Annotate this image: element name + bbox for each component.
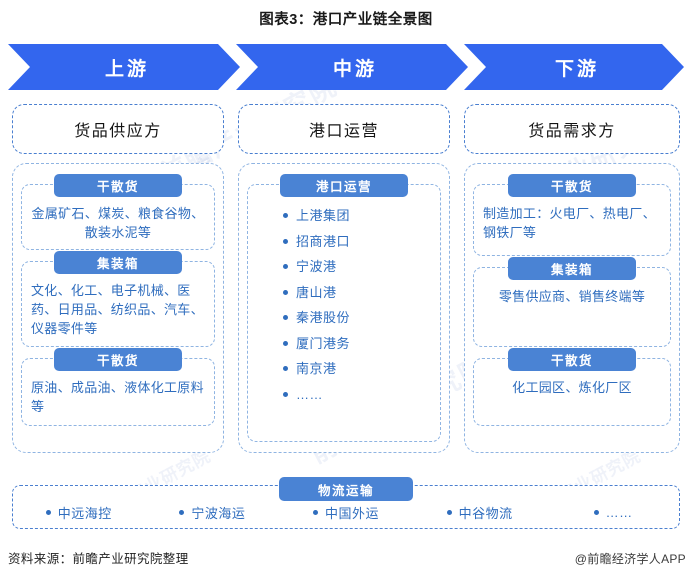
list-item[interactable]: 唐山港	[283, 286, 440, 299]
list-item[interactable]: 招商港口	[283, 235, 440, 248]
list-item[interactable]: ……	[283, 388, 440, 401]
column-body-suppliers: 干散货 金属矿石、煤炭、粮食谷物、散装水泥等 集装箱 文化、化工、电子机械、医药…	[12, 163, 224, 453]
category-text: 化工园区、炼化厂区	[512, 380, 632, 395]
category-box[interactable]: 干散货 金属矿石、煤炭、粮食谷物、散装水泥等	[21, 174, 215, 250]
category-label: 集装箱	[508, 257, 636, 280]
category-box[interactable]: 集装箱 零售供应商、销售终端等	[473, 257, 671, 347]
category-label: 干散货	[54, 348, 182, 371]
stage-label-upstream: 上游	[104, 58, 149, 80]
column-header-label: 货品供应方	[74, 123, 162, 140]
column-demanders: 货品需求方 干散货 制造加工：火电厂、热电厂、钢铁厂等 集装箱 零售供应商、销售…	[464, 104, 680, 453]
stage-label-midstream: 中游	[332, 58, 377, 80]
category-text: 制造加工：火电厂、热电厂、钢铁厂等	[483, 206, 656, 240]
category-box[interactable]: 干散货 制造加工：火电厂、热电厂、钢铁厂等	[473, 174, 671, 256]
column-port-operation: 港口运营 港口运营 上港集团 招商港口 宁波港 唐山港 秦港股份 厦门港务 南京…	[238, 104, 450, 453]
logistics-item[interactable]: 中国外运	[279, 503, 413, 522]
company-list: 上港集团 招商港口 宁波港 唐山港 秦港股份 厦门港务 南京港 ……	[248, 209, 440, 401]
column-header-label: 货品需求方	[528, 123, 616, 140]
logistics-label: 物流运输	[279, 477, 413, 501]
category-label: 集装箱	[54, 251, 182, 274]
column-header-label: 港口运营	[308, 123, 379, 140]
column-body-demanders: 干散货 制造加工：火电厂、热电厂、钢铁厂等 集装箱 零售供应商、销售终端等 干散…	[464, 163, 680, 453]
column-suppliers: 货品供应方 干散货 金属矿石、煤炭、粮食谷物、散装水泥等 集装箱 文化、化工、电…	[12, 104, 224, 453]
category-label: 干散货	[508, 348, 636, 371]
credit-note: @前瞻经济学人APP	[574, 552, 686, 566]
logistics-section: 物流运输 中远海控 宁波海运 中国外运 中谷物流 ……	[12, 477, 680, 529]
category-box[interactable]: 集装箱 文化、化工、电子机械、医药、日用品、纺织品、汽车、仪器零件等	[21, 251, 215, 347]
column-header-port-operation: 港口运营	[238, 104, 450, 154]
category-text: 原油、成品油、液体化工原料等	[31, 380, 204, 414]
category-label: 港口运营	[280, 174, 408, 197]
company-list-box[interactable]: 港口运营 上港集团 招商港口 宁波港 唐山港 秦港股份 厦门港务 南京港 ……	[247, 174, 441, 442]
column-header-suppliers: 货品供应方	[12, 104, 224, 154]
category-label: 干散货	[508, 174, 636, 197]
category-label: 干散货	[54, 174, 182, 197]
page-title: 图表3：港口产业链全景图	[259, 12, 433, 28]
list-item[interactable]: 南京港	[283, 362, 440, 375]
stage-arrow-midstream[interactable]: 中游	[236, 44, 468, 90]
logistics-item[interactable]: 中远海控	[12, 503, 146, 522]
stage-label-downstream: 下游	[554, 58, 599, 80]
stage-banner: 上游 中游 下游	[8, 44, 684, 90]
logistics-items: 中远海控 宁波海运 中国外运 中谷物流 ……	[12, 503, 680, 522]
logistics-item[interactable]: 中谷物流	[413, 503, 547, 522]
list-item[interactable]: 上港集团	[283, 209, 440, 222]
category-box[interactable]: 干散货 原油、成品油、液体化工原料等	[21, 348, 215, 426]
stage-arrow-upstream[interactable]: 上游	[8, 44, 240, 90]
category-text: 文化、化工、电子机械、医药、日用品、纺织品、汽车、仪器零件等	[31, 283, 204, 336]
category-box[interactable]: 干散货 化工园区、炼化厂区	[473, 348, 671, 426]
source-note: 资料来源：前瞻产业研究院整理	[8, 552, 189, 566]
list-item[interactable]: 秦港股份	[283, 311, 440, 324]
logistics-item[interactable]: 宁波海运	[146, 503, 280, 522]
category-text: 金属矿石、煤炭、粮食谷物、散装水泥等	[31, 206, 205, 240]
list-item[interactable]: 宁波港	[283, 260, 440, 273]
logistics-item[interactable]: ……	[546, 503, 680, 522]
list-item[interactable]: 厦门港务	[283, 337, 440, 350]
column-body-port-operation: 港口运营 上港集团 招商港口 宁波港 唐山港 秦港股份 厦门港务 南京港 ……	[238, 163, 450, 453]
stage-arrow-downstream[interactable]: 下游	[464, 44, 684, 90]
category-text: 零售供应商、销售终端等	[498, 289, 646, 304]
column-header-demanders: 货品需求方	[464, 104, 680, 154]
